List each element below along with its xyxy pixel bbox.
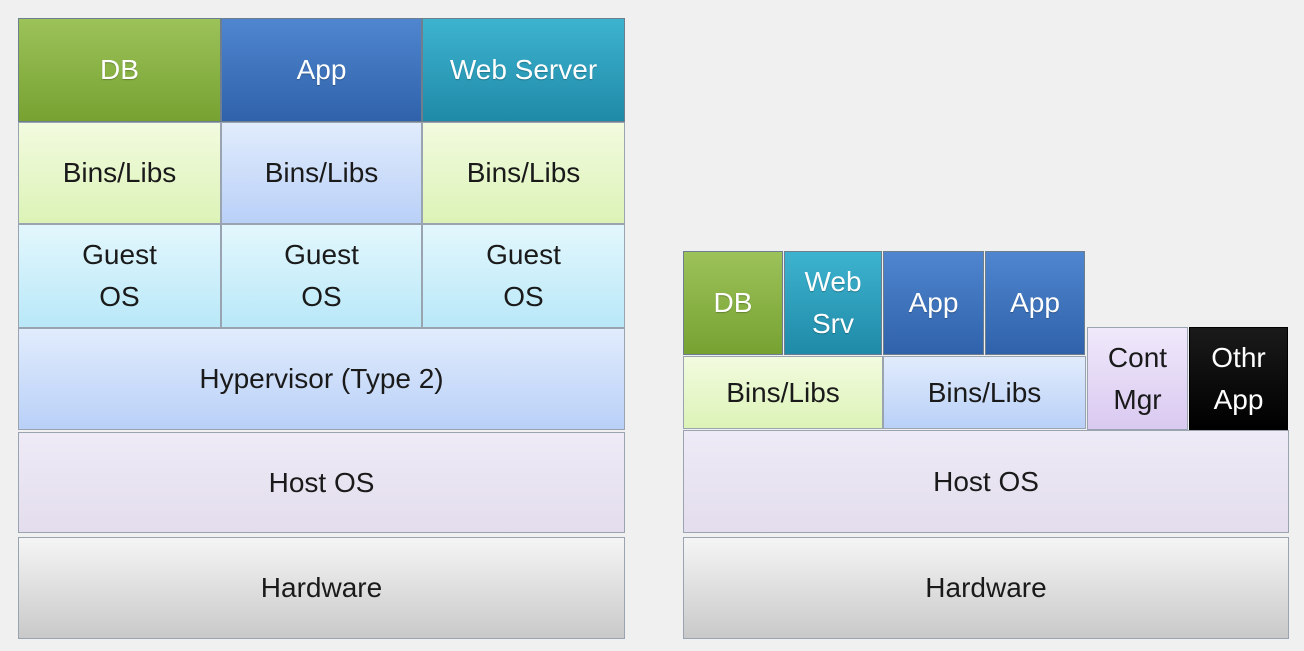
vm-bins-libs-3: Bins/Libs (422, 122, 625, 224)
vm-hypervisor: Hypervisor (Type 2) (18, 328, 625, 430)
vm-guest-os-2-label: Guest OS (284, 239, 359, 312)
ct-other-app-label: Othr App (1211, 341, 1266, 415)
ct-other-app: Othr App (1189, 327, 1288, 430)
vm-bins-libs-2-label: Bins/Libs (264, 157, 379, 188)
vm-bins-libs-3-label: Bins/Libs (466, 157, 581, 188)
vm-app-web-server: Web Server (422, 18, 625, 122)
vm-host-os-label: Host OS (268, 466, 375, 498)
ct-hardware-label: Hardware (925, 572, 1047, 603)
vm-guest-os-1-label: Guest OS (82, 239, 157, 312)
ct-bins-libs-1-label: Bins/Libs (726, 376, 840, 408)
vm-hardware-label: Hardware (260, 572, 383, 603)
ct-app-db: DB (683, 251, 783, 355)
ct-bins-libs-1: Bins/Libs (683, 356, 883, 429)
ct-app-web-srv: Web Srv (784, 251, 882, 355)
ct-app-db-label: DB (713, 287, 753, 318)
ct-host-os: Host OS (683, 430, 1289, 533)
vm-guest-os-3: Guest OS (422, 224, 625, 328)
ct-host-os-label: Host OS (933, 465, 1039, 497)
ct-app-app-1-label: App (908, 287, 959, 318)
ct-cont-mgr: Cont Mgr (1087, 327, 1188, 430)
vm-app-app-label: App (296, 54, 347, 85)
vm-bins-libs-1: Bins/Libs (18, 122, 221, 224)
vm-hardware: Hardware (18, 537, 625, 639)
ct-app-app-2: App (985, 251, 1085, 355)
ct-hardware: Hardware (683, 537, 1289, 639)
vm-hypervisor-label: Hypervisor (Type 2) (199, 363, 444, 394)
ct-bins-libs-2: Bins/Libs (883, 356, 1086, 429)
vm-guest-os-2: Guest OS (221, 224, 422, 328)
ct-cont-mgr-label: Cont Mgr (1107, 341, 1168, 415)
vm-guest-os-1: Guest OS (18, 224, 221, 328)
vm-app-db: DB (18, 18, 221, 122)
vm-host-os: Host OS (18, 432, 625, 533)
ct-bins-libs-2-label: Bins/Libs (927, 376, 1042, 408)
ct-app-app-2-label: App (1010, 287, 1060, 318)
vm-guest-os-3-label: Guest OS (486, 239, 561, 312)
vm-bins-libs-2: Bins/Libs (221, 122, 422, 224)
ct-app-web-srv-label: Web Srv (804, 266, 862, 339)
vm-bins-libs-1-label: Bins/Libs (62, 157, 177, 188)
ct-app-app-1: App (883, 251, 984, 355)
vm-app-web-server-label: Web Server (449, 54, 598, 85)
vm-app-app: App (221, 18, 422, 122)
vm-app-db-label: DB (100, 54, 139, 85)
